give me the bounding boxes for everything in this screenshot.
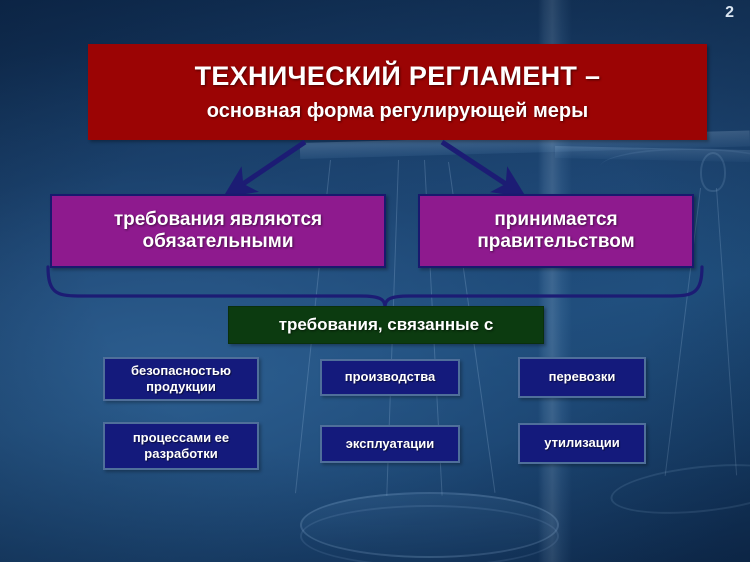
page-subtitle: основная форма регулирующей меры	[206, 99, 589, 122]
page-title: ТЕХНИЧЕСКИЙ РЕГЛАМЕНТ –	[194, 61, 601, 92]
requirement-box-product-safety[interactable]: безопасностью продукции	[103, 357, 259, 401]
requirement-label: производства	[344, 369, 436, 385]
requirement-label: перевозки	[548, 369, 616, 385]
requirement-box-production[interactable]: производства	[320, 359, 460, 396]
title-banner: ТЕХНИЧЕСКИЙ РЕГЛАМЕНТ – основная форма р…	[88, 44, 707, 140]
page-number: 2	[725, 4, 734, 21]
attribute-label: принимается правительством	[477, 208, 635, 252]
attribute-box-requirements-mandatory[interactable]: требования являются обязательными	[50, 194, 386, 268]
requirement-label: эксплуатации	[345, 435, 435, 451]
requirement-box-operation[interactable]: эксплуатации	[320, 425, 460, 463]
requirement-box-development-processes[interactable]: процессами ее разработки	[103, 422, 259, 470]
requirement-box-disposal[interactable]: утилизации	[518, 423, 646, 464]
scale-pan-left-rim	[300, 505, 559, 562]
requirement-label: процессами ее разработки	[132, 429, 230, 461]
requirement-label: безопасностью продукции	[131, 362, 231, 394]
requirements-header-box[interactable]: требования, связанные с	[228, 306, 544, 344]
scale-pan-right-top	[600, 148, 750, 186]
requirement-label: утилизации	[544, 435, 620, 451]
requirements-header-label: требования, связанные с	[278, 315, 494, 334]
requirement-box-transportation[interactable]: перевозки	[518, 357, 646, 398]
attribute-label: требования являются обязательными	[113, 208, 323, 252]
attribute-box-adopted-by-government[interactable]: принимается правительством	[418, 194, 694, 268]
